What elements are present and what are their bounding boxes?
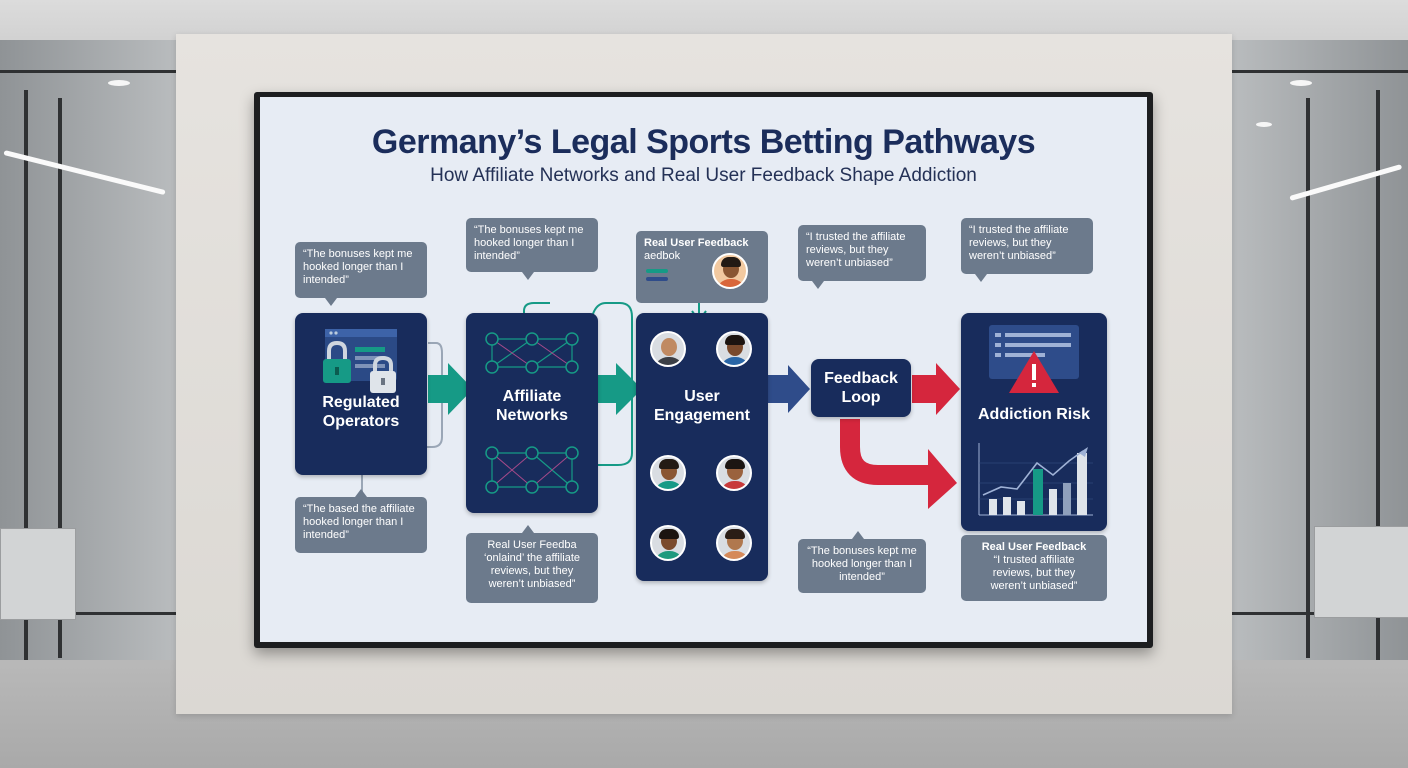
user-avatar	[716, 331, 752, 367]
connector-affiliate-loop	[589, 302, 633, 466]
ceiling-downlight	[1290, 80, 1312, 86]
node-label-engagement: User Engagement	[653, 388, 750, 424]
feedback-title: Real User Feedback	[644, 237, 749, 249]
quote-text: Real User Feedba ‘onlaind’ the affiliate…	[483, 539, 580, 590]
node-label-feedback: Feedback Loop	[824, 370, 898, 406]
feedback-bubble: Real User Feedback aedbok	[636, 231, 768, 303]
rising-bar-chart-icon	[978, 443, 1093, 516]
connector-affiliate-top	[523, 302, 550, 325]
glass-mullion	[24, 90, 28, 660]
node-label-affiliate: Affiliate Networks	[495, 388, 569, 424]
user-avatar	[650, 525, 686, 561]
arrow-feedback-down-curve	[840, 419, 932, 485]
quote-text: “I trusted the affiliate reviews, but th…	[969, 224, 1069, 262]
warning-icon	[989, 325, 1079, 393]
ceiling-downlight	[1256, 122, 1272, 127]
glass-frame-top-left	[0, 70, 176, 73]
user-avatar	[650, 455, 686, 491]
feedback-title: Real User Feedback	[981, 541, 1087, 553]
node-feedback-loop[interactable]: Feedback Loop	[811, 359, 911, 417]
quote-bubble: “The bonuses kept me hooked longer than …	[798, 531, 926, 593]
glass-frame-bottom-left	[0, 612, 176, 615]
page-subtitle: How Affiliate Networks and Real User Fee…	[430, 165, 977, 186]
quote-text: “I trusted the affiliate reviews, but th…	[806, 231, 906, 269]
feedback-sub: aedbok	[644, 250, 681, 262]
display-screen: Germany’s Legal Sports Betting Pathways …	[260, 97, 1147, 642]
quote-bubble: “The bonuses kept me hooked longer than …	[295, 242, 427, 306]
glass-frame-top-right	[1232, 70, 1408, 73]
arrow-feedback-to-risk-lower	[928, 449, 957, 509]
user-avatar	[712, 253, 748, 289]
network-graph-icon	[485, 332, 579, 494]
flow-connectors	[361, 275, 960, 548]
node-affiliate-networks[interactable]: Affiliate Networks	[466, 313, 598, 513]
feedback-bubble: Real User Feedback “I trusted affiliate …	[961, 535, 1107, 601]
arrow-operators-to-affiliate	[428, 363, 473, 415]
glass-mullion	[1376, 90, 1380, 660]
ceiling-downlight	[108, 80, 130, 86]
quote-bubble: Real User Feedba ‘onlaind’ the affiliate…	[466, 525, 598, 603]
arrow-engagement-to-feedback	[768, 365, 810, 413]
arrow-feedback-to-risk	[912, 363, 960, 415]
glass-mullion	[58, 98, 62, 658]
office-desk	[0, 528, 76, 620]
office-desk	[1314, 526, 1408, 618]
quote-text: “The bonuses kept me hooked longer than …	[474, 224, 584, 262]
quote-bubble: “The bonuses kept me hooked longer than …	[466, 218, 598, 280]
quote-bubble: “I trusted the affiliate reviews, but th…	[961, 218, 1093, 282]
page-title: Germany’s Legal Sports Betting Pathways	[371, 123, 1036, 161]
quote-bubble: “I trusted the affiliate reviews, but th…	[798, 225, 926, 289]
quote-bubble: “The based the affiliate hooked longer t…	[295, 489, 427, 553]
user-avatar	[716, 455, 752, 491]
node-regulated-operators[interactable]: Regulated Operators	[295, 313, 427, 475]
user-avatar	[716, 525, 752, 561]
node-addiction-risk[interactable]: Addiction Risk	[961, 313, 1107, 531]
quote-text: “The bonuses kept me hooked longer than …	[303, 248, 413, 286]
node-label-operators: Regulated Operators	[322, 394, 400, 430]
glass-mullion	[1306, 98, 1310, 658]
user-avatar	[650, 331, 686, 367]
quote-text: “The based the affiliate hooked longer t…	[303, 503, 415, 541]
padlock-icon	[323, 329, 397, 393]
node-label-risk: Addiction Risk	[977, 406, 1090, 423]
quote-text: “The bonuses kept me hooked longer than …	[807, 545, 917, 583]
arrow-affiliate-to-engagement	[598, 363, 642, 415]
quote-text: “I trusted affiliate reviews, but they w…	[990, 554, 1078, 592]
node-user-engagement[interactable]: User Engagement	[636, 313, 768, 581]
